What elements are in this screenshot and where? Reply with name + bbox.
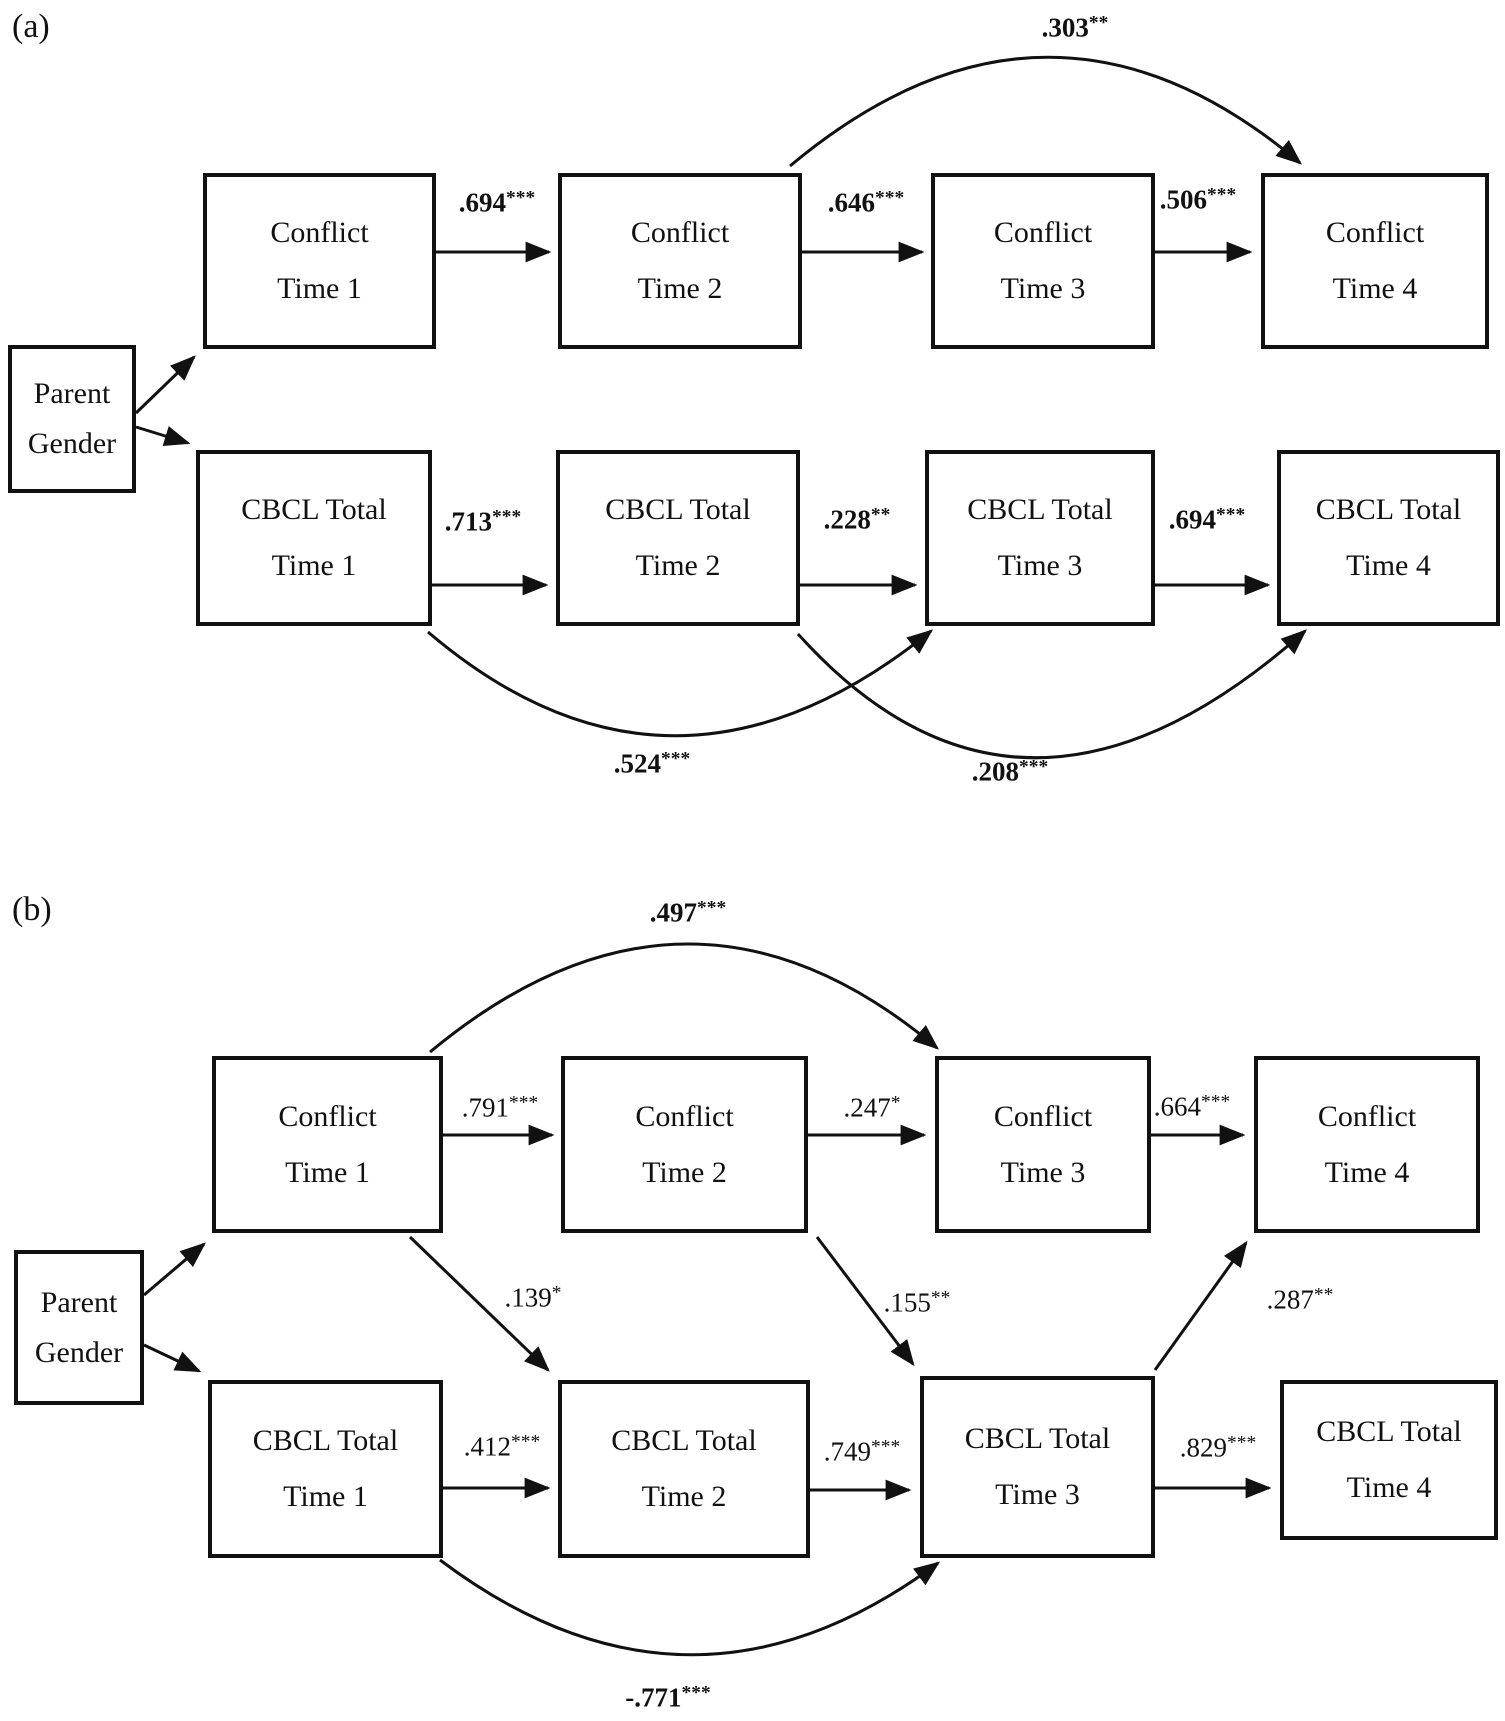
box-a-cbcl-time2: CBCL Total Time 2 (556, 450, 800, 626)
coef-b-conflict-t2-t3: .247* (843, 1092, 901, 1123)
panel-a-tag: (a) (12, 8, 50, 45)
box-a-conflict-time2: Conflict Time 2 (558, 173, 802, 349)
box-label: Time 2 (637, 272, 723, 305)
box-label: Time 1 (285, 1155, 370, 1189)
coef-a-conflict-t2-t4-curve: .303** (1041, 12, 1109, 43)
box-label: CBCL Total (611, 1424, 757, 1457)
box-label: Conflict (630, 216, 730, 249)
box-a-cbcl-time1: CBCL Total Time 1 (196, 450, 432, 626)
box-label: CBCL Total (241, 493, 387, 526)
arrow-b-gender-conflict-t1 (143, 1242, 206, 1297)
coef-a-conflict-t3-t4: .506*** (1159, 184, 1237, 215)
box-label: Conflict (270, 216, 369, 249)
box-b-cbcl-time3: CBCL Total Time 3 (920, 1376, 1155, 1558)
curve-a-conflict-t2-t4 (789, 55, 1302, 168)
curve-a-cbcl-t2-t4 (796, 629, 1307, 760)
box-a-cbcl-time4: CBCL Total Time 4 (1277, 450, 1500, 626)
box-label: Gender (34, 1335, 124, 1369)
coef-a-conflict-t2-t3: .646*** (827, 187, 905, 218)
box-label: Parent (33, 377, 111, 410)
box-label: CBCL Total (967, 493, 1113, 526)
box-label: Time 4 (1346, 1471, 1432, 1504)
arrow-b-conflict-t1-cbcl-t2 (408, 1235, 550, 1372)
coef-b-cbcl-t1-t3-curve: -.771*** (625, 1682, 711, 1713)
box-label: Time 1 (271, 549, 357, 582)
coef-b-cbcl-t1-t2: .412*** (463, 1431, 541, 1462)
coef-b-conflict-t1-cbcl-t2: .139* (504, 1282, 562, 1313)
arrow-a-gender-conflict-t1 (134, 355, 196, 415)
coef-b-conflict-t1-t2: .791*** (461, 1092, 539, 1123)
box-label: Conflict (1317, 1099, 1417, 1133)
box-label: Time 4 (1346, 549, 1431, 582)
coef-a-cbcl-t1-t2: .713*** (444, 506, 522, 537)
arrow-b-gender-cbcl-t1 (143, 1343, 202, 1373)
box-a-cbcl-time3: CBCL Total Time 3 (925, 450, 1155, 626)
box-label: Time 4 (1324, 1155, 1410, 1189)
box-label: Conflict (635, 1099, 734, 1133)
box-b-cbcl-time2: CBCL Total Time 2 (558, 1380, 810, 1558)
box-label: Time 1 (277, 272, 362, 305)
box-a-conflict-time3: Conflict Time 3 (931, 173, 1155, 349)
box-label: Conflict (993, 216, 1093, 249)
curve-a-cbcl-t1-t3 (427, 629, 934, 738)
box-label: Time 2 (635, 549, 721, 582)
coef-a-cbcl-t2-t4-curve: .208*** (971, 756, 1049, 787)
coef-b-conflict-t2-cbcl-t3: .155** (883, 1287, 951, 1318)
coef-a-cbcl-t2-t3: .228** (823, 504, 891, 535)
arrow-a-gender-cbcl-t1 (135, 425, 191, 447)
box-label: Time 1 (283, 1480, 368, 1513)
box-label: Time 3 (1000, 1155, 1086, 1189)
coef-a-cbcl-t1-t3-curve: .524*** (613, 748, 691, 779)
box-b-conflict-time2: Conflict Time 2 (561, 1056, 808, 1233)
box-label: Time 2 (641, 1480, 727, 1513)
box-b-parent-gender: Parent Gender (14, 1250, 144, 1405)
box-label: Gender (27, 427, 117, 460)
coef-b-cbcl-t3-t4: .829*** (1179, 1432, 1257, 1463)
box-label: CBCL Total (1316, 1415, 1462, 1448)
box-label: Conflict (993, 1099, 1093, 1133)
box-label: Conflict (278, 1099, 377, 1133)
coef-a-conflict-t1-t2: .694*** (458, 187, 536, 218)
box-label: Parent (40, 1285, 118, 1319)
box-label: Time 2 (642, 1155, 727, 1189)
box-label: CBCL Total (1315, 493, 1462, 526)
box-b-cbcl-time4: CBCL Total Time 4 (1280, 1380, 1498, 1540)
box-label: Time 3 (995, 1478, 1080, 1511)
curve-b-cbcl-t1-t3 (439, 1558, 941, 1657)
arrow-b-conflict-t2-cbcl-t3 (815, 1236, 915, 1367)
coef-b-conflict-t1-t3-curve: .497*** (649, 897, 727, 928)
box-a-conflict-time1: Conflict Time 1 (203, 173, 436, 349)
coef-b-cbcl-t2-t3: .749*** (823, 1436, 901, 1467)
box-b-cbcl-time1: CBCL Total Time 1 (208, 1380, 443, 1558)
box-b-conflict-time3: Conflict Time 3 (935, 1056, 1151, 1233)
curve-b-conflict-t1-t3 (429, 942, 939, 1054)
box-label: CBCL Total (252, 1424, 399, 1457)
box-label: Conflict (1325, 216, 1425, 249)
box-a-conflict-time4: Conflict Time 4 (1261, 173, 1489, 349)
panel-b-tag: (b) (12, 891, 52, 928)
coef-a-cbcl-t3-t4: .694*** (1168, 504, 1246, 535)
box-label: CBCL Total (964, 1422, 1111, 1455)
arrow-b-cbcl-t3-conflict-t4 (1153, 1240, 1248, 1371)
box-label: Time 3 (1000, 272, 1086, 305)
box-b-conflict-time4: Conflict Time 4 (1254, 1056, 1480, 1233)
box-b-conflict-time1: Conflict Time 1 (212, 1056, 443, 1233)
coef-b-cbcl-t3-conflict-t4: .287** (1266, 1284, 1334, 1315)
box-label: CBCL Total (605, 493, 751, 526)
box-a-parent-gender: Parent Gender (8, 345, 136, 493)
box-label: Time 3 (997, 549, 1083, 582)
box-label: Time 4 (1332, 272, 1418, 305)
coef-b-conflict-t3-t4: .664*** (1153, 1091, 1231, 1122)
